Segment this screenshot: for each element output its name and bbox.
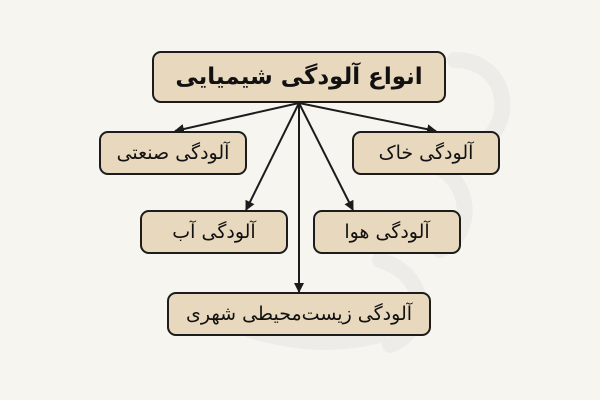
node-label: آلودگی آب [172, 221, 256, 243]
arrow-to-industrial [174, 102, 300, 134]
root-node-label: انواع آلودگی شیمیایی [175, 64, 423, 90]
node-water-pollution: آلودگی آب [140, 210, 288, 254]
node-industrial-pollution: آلودگی صنعتی [99, 131, 247, 175]
node-urban-environmental-pollution: آلودگی زیست‌محیطی شهری [167, 292, 431, 336]
node-soil-pollution: آلودگی خاک [352, 131, 500, 175]
node-label: آلودگی زیست‌محیطی شهری [186, 303, 413, 325]
root-node: انواع آلودگی شیمیایی [152, 51, 446, 103]
node-air-pollution: آلودگی هوا [313, 210, 461, 254]
node-label: آلودگی صنعتی [116, 142, 230, 164]
connector-arrows [174, 102, 437, 293]
arrow-to-water [245, 102, 300, 211]
arrow-to-soil [298, 102, 437, 135]
node-label: آلودگی خاک [378, 142, 474, 164]
node-label: آلودگی هوا [344, 221, 430, 243]
arrow-to-air [298, 102, 354, 211]
